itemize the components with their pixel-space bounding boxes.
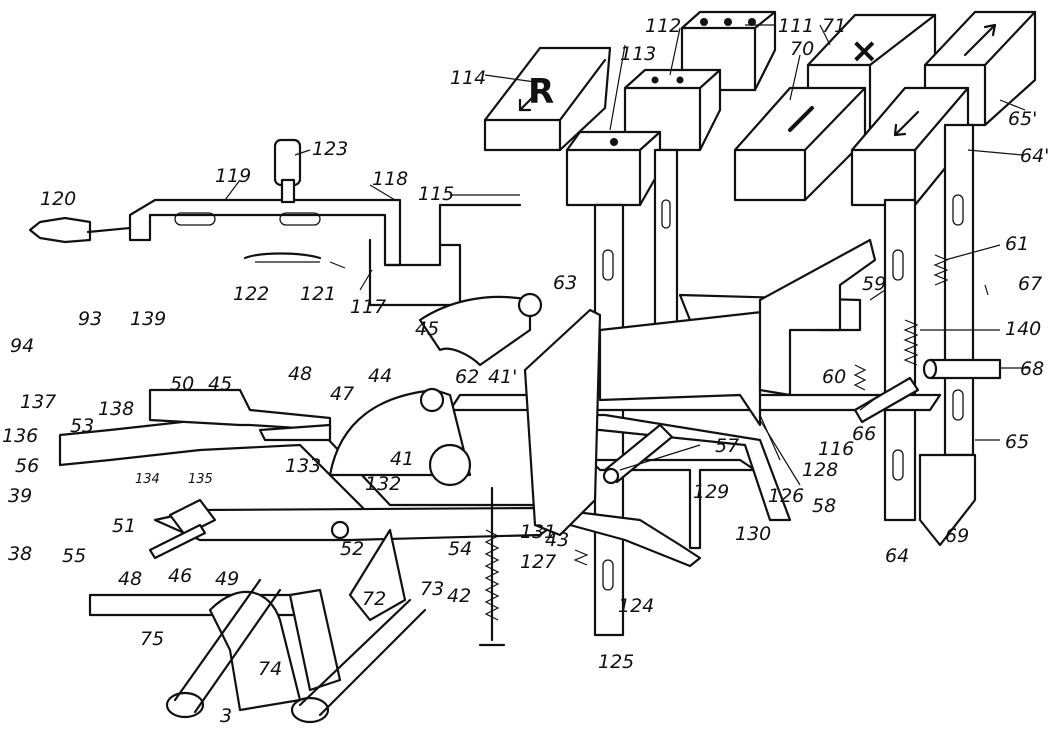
label-42: 42: [447, 585, 471, 607]
label-54: 54: [448, 538, 472, 560]
label-126: 126: [768, 485, 804, 507]
label-133: 133: [285, 455, 321, 477]
label-135: 135: [188, 472, 213, 487]
label-116: 116: [818, 438, 854, 460]
label-130: 130: [735, 523, 771, 545]
label-132: 132: [365, 473, 401, 495]
label-56: 56: [15, 455, 39, 477]
keycap-114: R: [483, 46, 612, 152]
leader-lines: [224, 24, 1030, 486]
label-59: 59: [862, 273, 886, 295]
label-48-upper: 48: [288, 363, 312, 385]
label-43: 43: [545, 529, 569, 551]
label-64-prime: 64': [1020, 145, 1049, 167]
label-65-prime: 65': [1008, 108, 1037, 130]
label-47: 47: [330, 383, 354, 405]
label-51: 51: [112, 515, 136, 537]
reference-labels: 114 113 112 111 71 70 65' 64' 123 119 11…: [2, 15, 1049, 727]
label-45-lower: 45: [208, 373, 232, 395]
label-119: 119: [215, 165, 251, 187]
label-122: 122: [233, 283, 269, 305]
label-136: 136: [2, 425, 38, 447]
label-121: 121: [300, 283, 336, 305]
label-73: 73: [420, 578, 444, 600]
label-118: 118: [372, 168, 408, 190]
label-64: 64: [885, 545, 909, 567]
label-128: 128: [802, 459, 838, 481]
key-71-symbol: ×: [850, 31, 879, 71]
label-112: 112: [645, 15, 681, 37]
lever-119: [28, 138, 522, 307]
keycap-70: [733, 86, 867, 202]
label-65: 65: [1005, 431, 1029, 453]
label-134: 134: [135, 472, 160, 487]
label-38: 38: [8, 543, 32, 565]
label-63: 63: [553, 272, 577, 294]
plate-126: [523, 238, 877, 537]
label-123: 123: [312, 138, 348, 160]
label-53: 53: [70, 415, 94, 437]
label-117: 117: [350, 296, 386, 318]
label-48-lower: 48: [118, 568, 142, 590]
label-71: 71: [822, 15, 846, 37]
label-41-prime: 41': [488, 366, 517, 388]
label-55: 55: [62, 545, 86, 567]
label-61: 61: [1005, 233, 1029, 255]
label-60: 60: [822, 366, 846, 388]
label-52: 52: [340, 538, 364, 560]
shafts: [148, 358, 1002, 560]
label-62: 62: [455, 366, 479, 388]
sector-44: [328, 387, 472, 487]
label-69: 69: [945, 525, 969, 547]
label-114: 114: [450, 67, 486, 89]
label-115: 115: [418, 183, 454, 205]
label-49: 49: [215, 568, 239, 590]
label-94: 94: [10, 335, 34, 357]
label-41: 41: [390, 448, 414, 470]
label-131: 131: [520, 521, 556, 543]
label-45-upper: 45: [415, 318, 439, 340]
label-44: 44: [368, 365, 392, 387]
label-124: 124: [618, 595, 654, 617]
label-74: 74: [258, 658, 282, 680]
label-125: 125: [598, 651, 634, 673]
label-120: 120: [40, 188, 76, 210]
label-139: 139: [130, 308, 166, 330]
keycap-112: [623, 68, 722, 152]
label-67: 67: [1018, 273, 1042, 295]
sector-45: [418, 292, 543, 367]
label-3: 3: [220, 705, 232, 727]
label-127: 127: [520, 551, 556, 573]
label-140: 140: [1005, 318, 1041, 340]
label-111: 111: [778, 15, 814, 37]
label-68: 68: [1020, 358, 1044, 380]
label-113: 113: [620, 43, 656, 65]
bottom-levers: [88, 528, 427, 724]
keycap-113: [565, 130, 662, 207]
label-50: 50: [170, 373, 194, 395]
key-114-symbol: R: [528, 72, 554, 112]
label-93: 93: [78, 308, 102, 330]
label-137: 137: [20, 391, 56, 413]
label-39: 39: [8, 485, 32, 507]
label-66: 66: [852, 423, 876, 445]
label-70: 70: [790, 38, 814, 60]
label-58: 58: [812, 495, 836, 517]
label-75: 75: [140, 628, 164, 650]
label-138: 138: [98, 398, 134, 420]
label-46: 46: [168, 565, 192, 587]
label-57: 57: [715, 435, 739, 457]
label-72: 72: [362, 588, 386, 610]
label-129: 129: [693, 481, 729, 503]
